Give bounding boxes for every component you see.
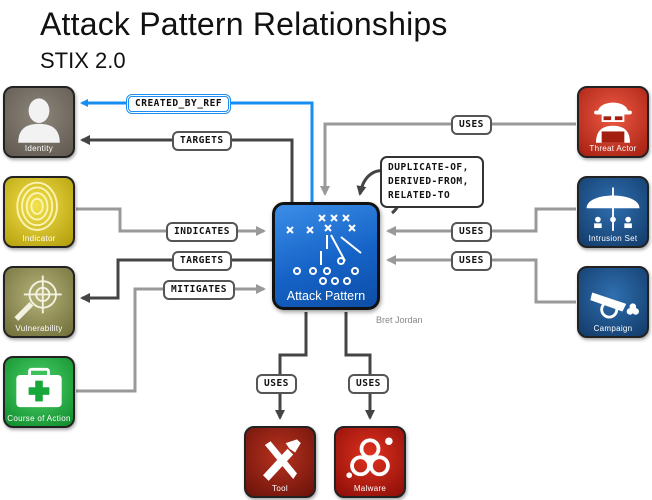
attack-pattern-label: Attack Pattern xyxy=(286,289,366,303)
diagram-subtitle: STIX 2.0 xyxy=(40,48,126,73)
uses-threat-actor-label: USES xyxy=(451,115,492,135)
edge-created-by-ref xyxy=(80,99,314,202)
uses-malware-label: USES xyxy=(348,374,389,394)
author-credit: Bret Jordan xyxy=(376,315,423,325)
campaign-label: Campaign xyxy=(593,324,633,333)
targets-identity-label: TARGETS xyxy=(172,131,232,151)
tools-icon xyxy=(263,439,301,481)
mitigates-label: MITIGATES xyxy=(163,280,235,300)
uses-tool-label: USES xyxy=(256,374,297,394)
threat-actor-node[interactable]: Threat Actor xyxy=(577,86,649,158)
vulnerability-label: Vulnerability xyxy=(15,324,63,333)
targets-vulnerability-label: TARGETS xyxy=(172,251,232,271)
diagram-title: Attack Pattern Relationships xyxy=(40,6,448,42)
edge-uses-tool xyxy=(275,312,308,420)
uses-intrusion-set-label: USES xyxy=(451,222,492,242)
tool-label: Tool xyxy=(272,484,288,493)
edge-uses-malware xyxy=(344,312,375,420)
indicator-label: Indicator xyxy=(22,234,56,243)
intrusion-set-node[interactable]: Intrusion Set xyxy=(577,176,649,248)
intrusion-set-label: Intrusion Set xyxy=(588,234,638,243)
identity-node[interactable]: Identity xyxy=(3,86,75,158)
target-crosshair-icon xyxy=(14,275,62,321)
edge-mitigates xyxy=(76,284,266,393)
edge-targets-identity xyxy=(80,135,294,202)
cannon-icon xyxy=(590,292,639,319)
person-silhouette-icon xyxy=(18,98,60,143)
play-diagram-icon xyxy=(286,214,362,285)
campaign-node[interactable]: Campaign xyxy=(577,266,649,338)
first-aid-kit-icon xyxy=(16,367,62,408)
attack-pattern-node[interactable]: Attack Pattern xyxy=(272,202,380,310)
tool-node[interactable]: Tool xyxy=(244,426,316,498)
edge-uses-threat-actor xyxy=(320,122,576,196)
umbrella-icon xyxy=(586,187,640,231)
course-of-action-label: Course of Action xyxy=(7,414,71,423)
created-by-ref-label: CREATED_BY_REF xyxy=(126,94,232,114)
self-relationship-label: DUPLICATE-OF, DERIVED-FROM, RELATED-TO xyxy=(380,156,484,208)
hacker-icon xyxy=(594,102,632,143)
uses-campaign-label: USES xyxy=(451,251,492,271)
fingerprint-icon xyxy=(16,181,58,231)
malware-node[interactable]: Malware xyxy=(334,426,406,498)
vulnerability-node[interactable]: Vulnerability xyxy=(3,266,75,338)
indicator-node[interactable]: Indicator xyxy=(3,176,75,248)
biohazard-icon xyxy=(346,437,393,479)
course-of-action-node[interactable]: Course of Action xyxy=(3,356,75,428)
identity-label: Identity xyxy=(24,144,54,153)
threat-actor-label: Threat Actor xyxy=(589,144,637,153)
indicates-label: INDICATES xyxy=(166,222,238,242)
malware-label: Malware xyxy=(353,484,387,493)
